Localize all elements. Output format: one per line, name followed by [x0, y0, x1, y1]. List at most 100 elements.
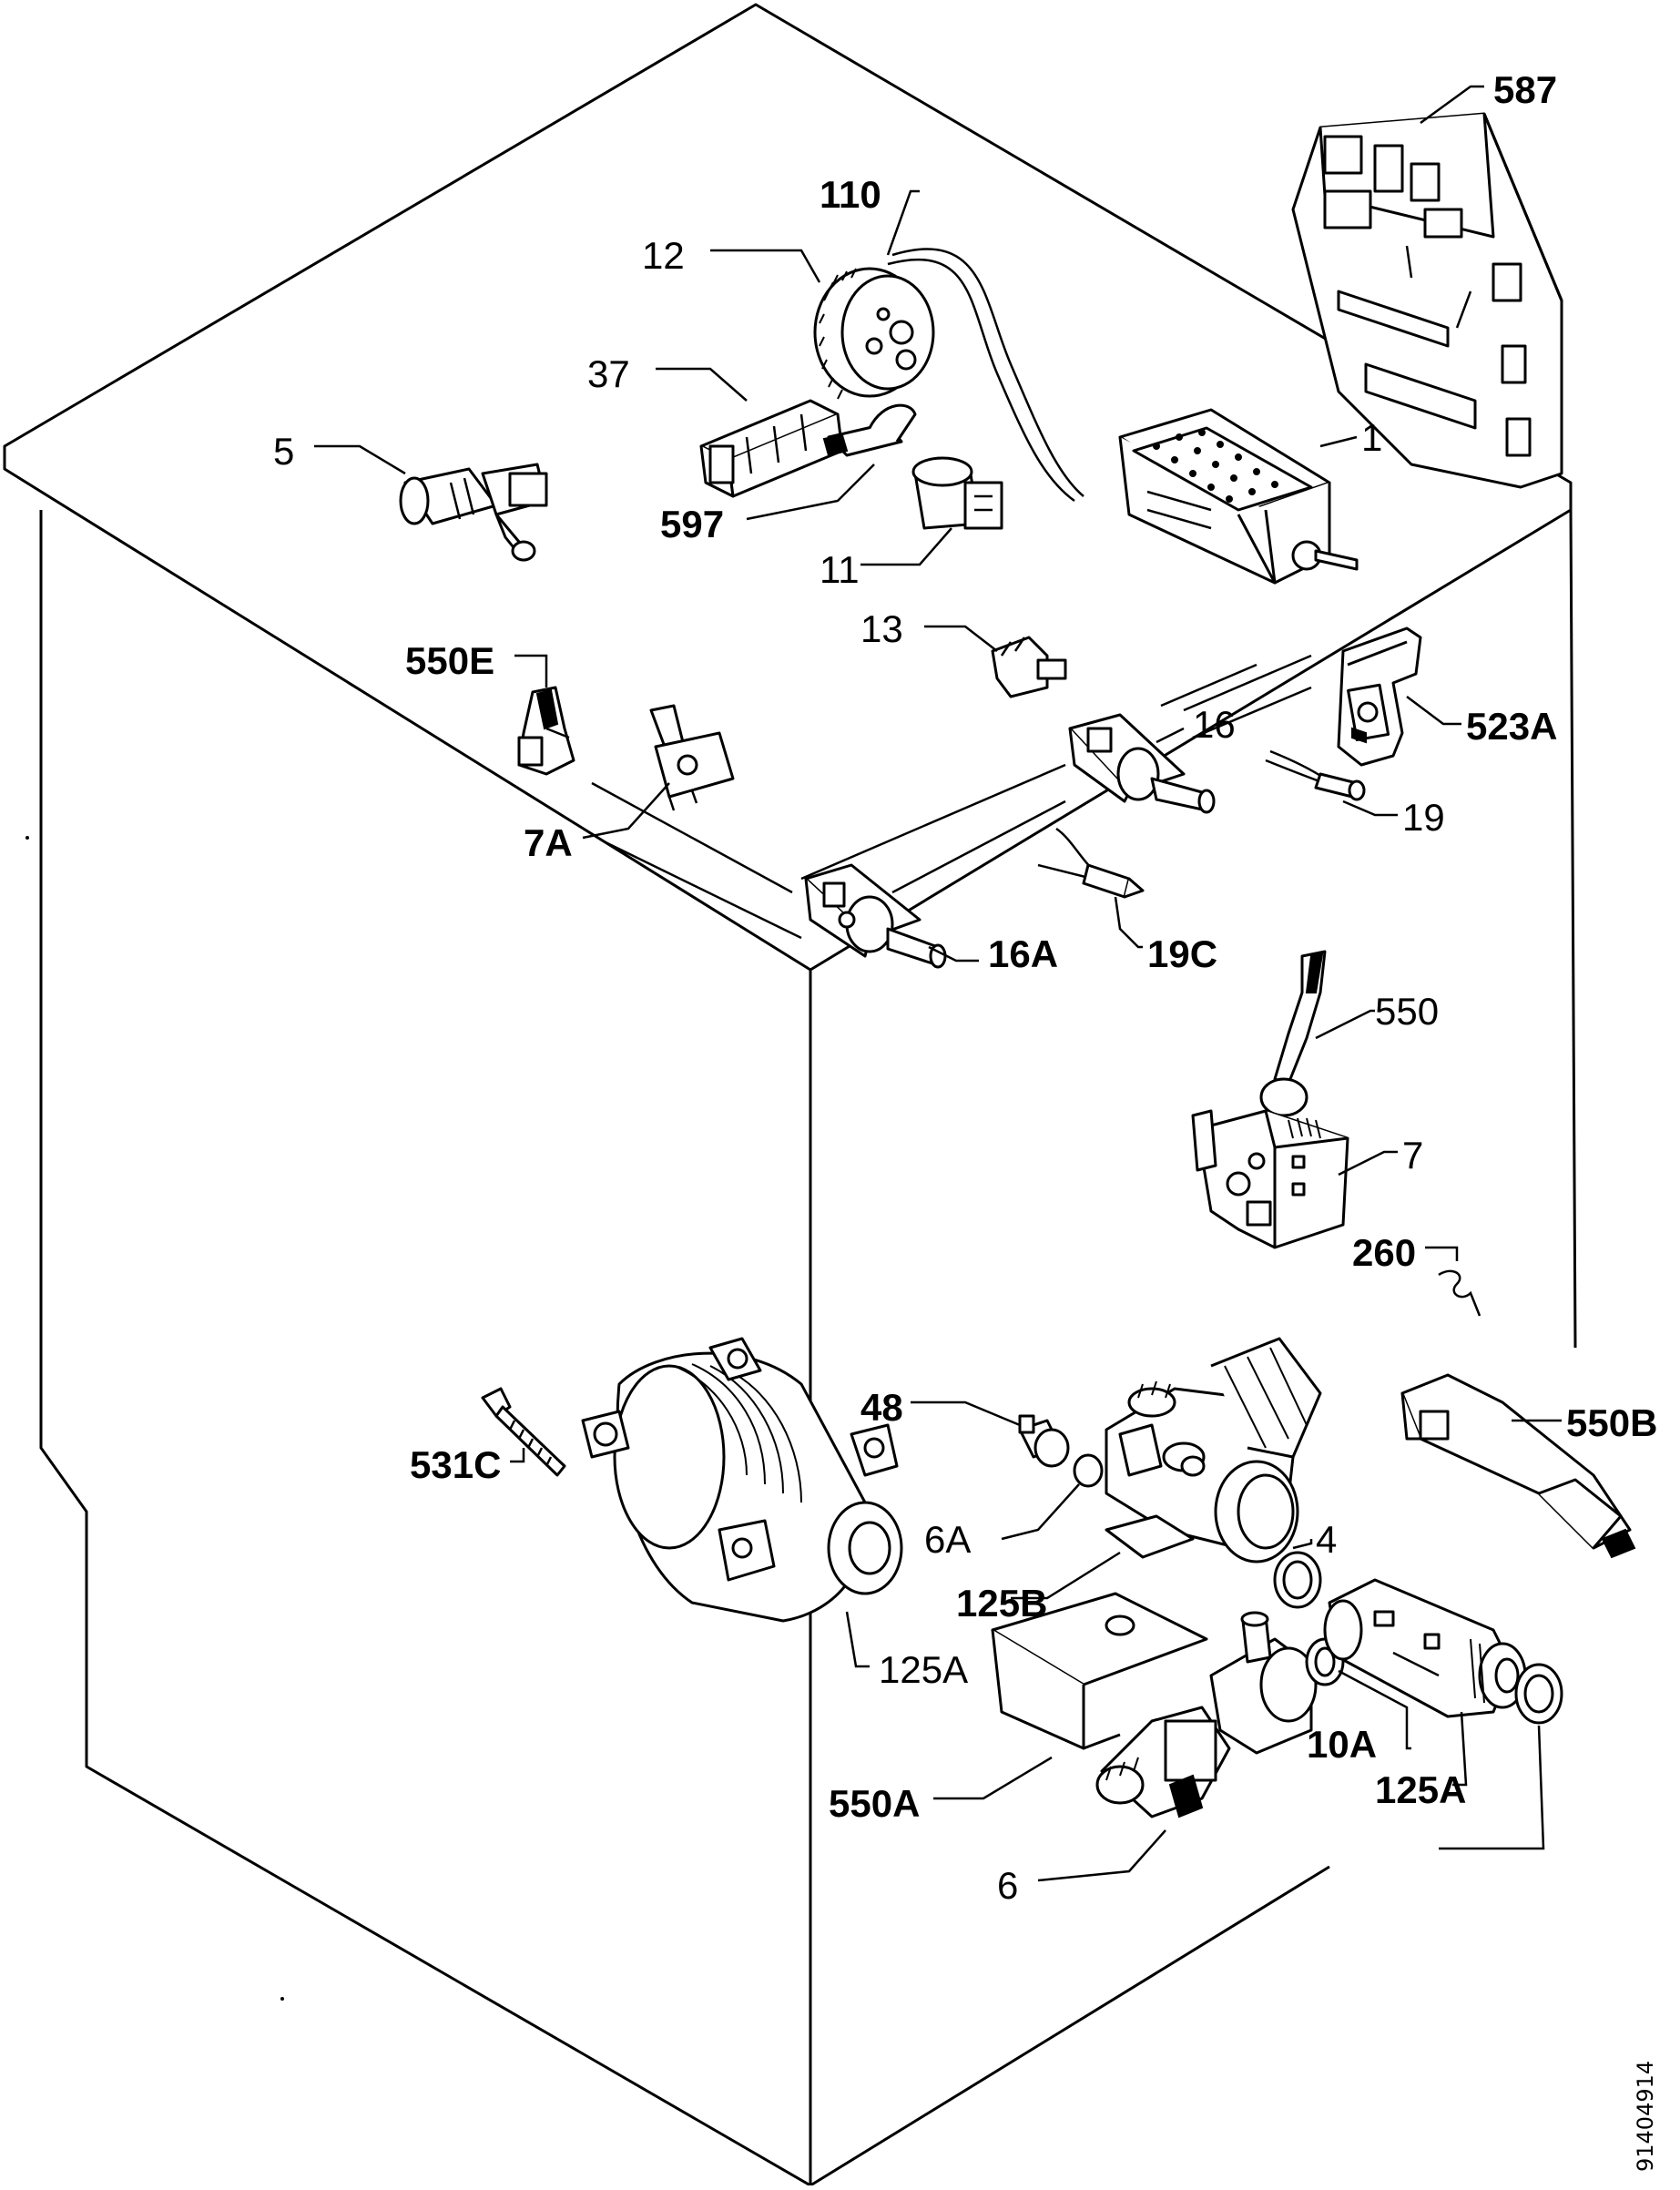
leader-550	[1315, 1009, 1375, 1040]
leader-11	[860, 527, 952, 566]
part-19-sensor	[1265, 749, 1366, 801]
leader-531C	[510, 1448, 525, 1463]
leader-5	[314, 444, 406, 475]
leader-48	[911, 1401, 1021, 1427]
part-16-switch	[1068, 713, 1216, 814]
part-260-spring	[1438, 1269, 1481, 1317]
label-550E: 550E	[405, 639, 494, 682]
label-1: 1	[1361, 416, 1382, 459]
cable-line-4	[891, 800, 1066, 894]
leader-125A-top	[1292, 1539, 1313, 1550]
part-13-connector	[991, 636, 1067, 698]
leader-19C	[1114, 896, 1143, 949]
part-125A-top-ring	[1273, 1551, 1322, 1609]
part-531C-screw	[481, 1387, 566, 1477]
cable-line-7	[1192, 686, 1312, 739]
part-6A-pump-housing	[1105, 1337, 1322, 1564]
leader-597	[746, 463, 875, 521]
leader-37	[656, 367, 748, 402]
part-4-motor	[581, 1337, 903, 1623]
part-7A-switch	[649, 704, 735, 811]
label-125A-top: 4	[1316, 1518, 1337, 1561]
label-7: 7	[1402, 1134, 1423, 1176]
label-587: 587	[1493, 68, 1557, 111]
part-550-lever	[1259, 950, 1327, 1117]
label-550B: 550B	[1566, 1401, 1657, 1444]
part-110-hose	[891, 248, 1084, 497]
drawing-number: 91404914	[1633, 2061, 1658, 2172]
label-523A: 523A	[1466, 705, 1557, 748]
label-4: 125A	[879, 1648, 968, 1691]
label-48: 48	[860, 1386, 903, 1429]
part-12-pressure-switch	[813, 267, 935, 400]
cable-line-2	[605, 840, 802, 940]
part-48-sensor	[1018, 1414, 1070, 1468]
label-597: 597	[660, 503, 724, 545]
leader-523A	[1406, 696, 1461, 726]
leader-16A	[928, 945, 979, 963]
leader-6	[1037, 1829, 1166, 1882]
label-16A: 16A	[988, 932, 1058, 975]
leader-260	[1425, 1246, 1459, 1261]
leader-550E	[514, 654, 548, 688]
label-531C: 531C	[410, 1443, 501, 1486]
part-550E-latch	[517, 686, 575, 776]
label-125: 6A	[924, 1518, 971, 1561]
label-110: 110	[820, 173, 881, 216]
label-19C: 19C	[1147, 932, 1217, 975]
leader-19	[1342, 800, 1398, 817]
part-37-cable-clip	[699, 399, 844, 498]
label-260: 260	[1352, 1231, 1416, 1274]
cable-line-3	[800, 763, 1066, 881]
part-523A-bracket	[1337, 626, 1422, 767]
leader-110	[886, 189, 920, 256]
leader-587	[1420, 85, 1484, 125]
label-37: 37	[587, 352, 630, 395]
part-16A-switch	[804, 863, 947, 969]
part-1-programmer	[1118, 408, 1359, 585]
label-12: 12	[642, 234, 685, 277]
label-550A: 550A	[829, 1782, 920, 1825]
label-550: 550	[1375, 990, 1439, 1033]
leader-125	[1001, 1483, 1080, 1541]
part-5-valve	[399, 463, 548, 562]
label-125B: 10A	[1307, 1723, 1377, 1766]
label-7A: 7A	[524, 821, 573, 864]
leader-7	[1338, 1150, 1398, 1176]
cable-line-6	[1183, 654, 1312, 712]
part-550B-handle	[1400, 1373, 1636, 1559]
part-125-ring	[1073, 1453, 1104, 1488]
label-5: 5	[273, 430, 294, 473]
leader-16	[1156, 727, 1185, 744]
leader-6A	[1011, 1551, 1121, 1600]
cable-line-5	[1160, 663, 1257, 708]
part-587-panel	[1291, 112, 1563, 489]
leader-125B	[1338, 1669, 1411, 1750]
part-19C-sensor	[1037, 827, 1145, 899]
part-6-drain-pump	[1095, 1611, 1318, 1818]
label-16: 16	[1193, 703, 1236, 746]
part-125A-bottom-ring	[1514, 1663, 1563, 1725]
leader-7A	[582, 782, 670, 840]
label-6: 6	[997, 1864, 1018, 1907]
leader-4	[845, 1611, 870, 1668]
part-7-door-lock	[1191, 1109, 1349, 1249]
label-10A: 125A	[1375, 1768, 1466, 1811]
leader-13	[924, 625, 998, 652]
part-110-hose-inner	[887, 258, 1075, 503]
leader-10A	[1452, 1711, 1468, 1787]
leader-1	[1319, 435, 1358, 448]
part-550A-cover	[991, 1592, 1208, 1750]
cable-line-1	[591, 781, 793, 894]
part-10A-filter	[1323, 1578, 1527, 1718]
leader-550A	[933, 1756, 1053, 1800]
label-19: 19	[1402, 796, 1445, 839]
leader-125A-bottom	[1439, 1725, 1545, 1850]
cabinet-outline	[3, 3, 1577, 2187]
label-11: 11	[820, 548, 860, 591]
part-11-capacitor	[911, 456, 1003, 530]
label-13: 13	[860, 607, 903, 650]
part-597-clamp	[822, 403, 917, 457]
